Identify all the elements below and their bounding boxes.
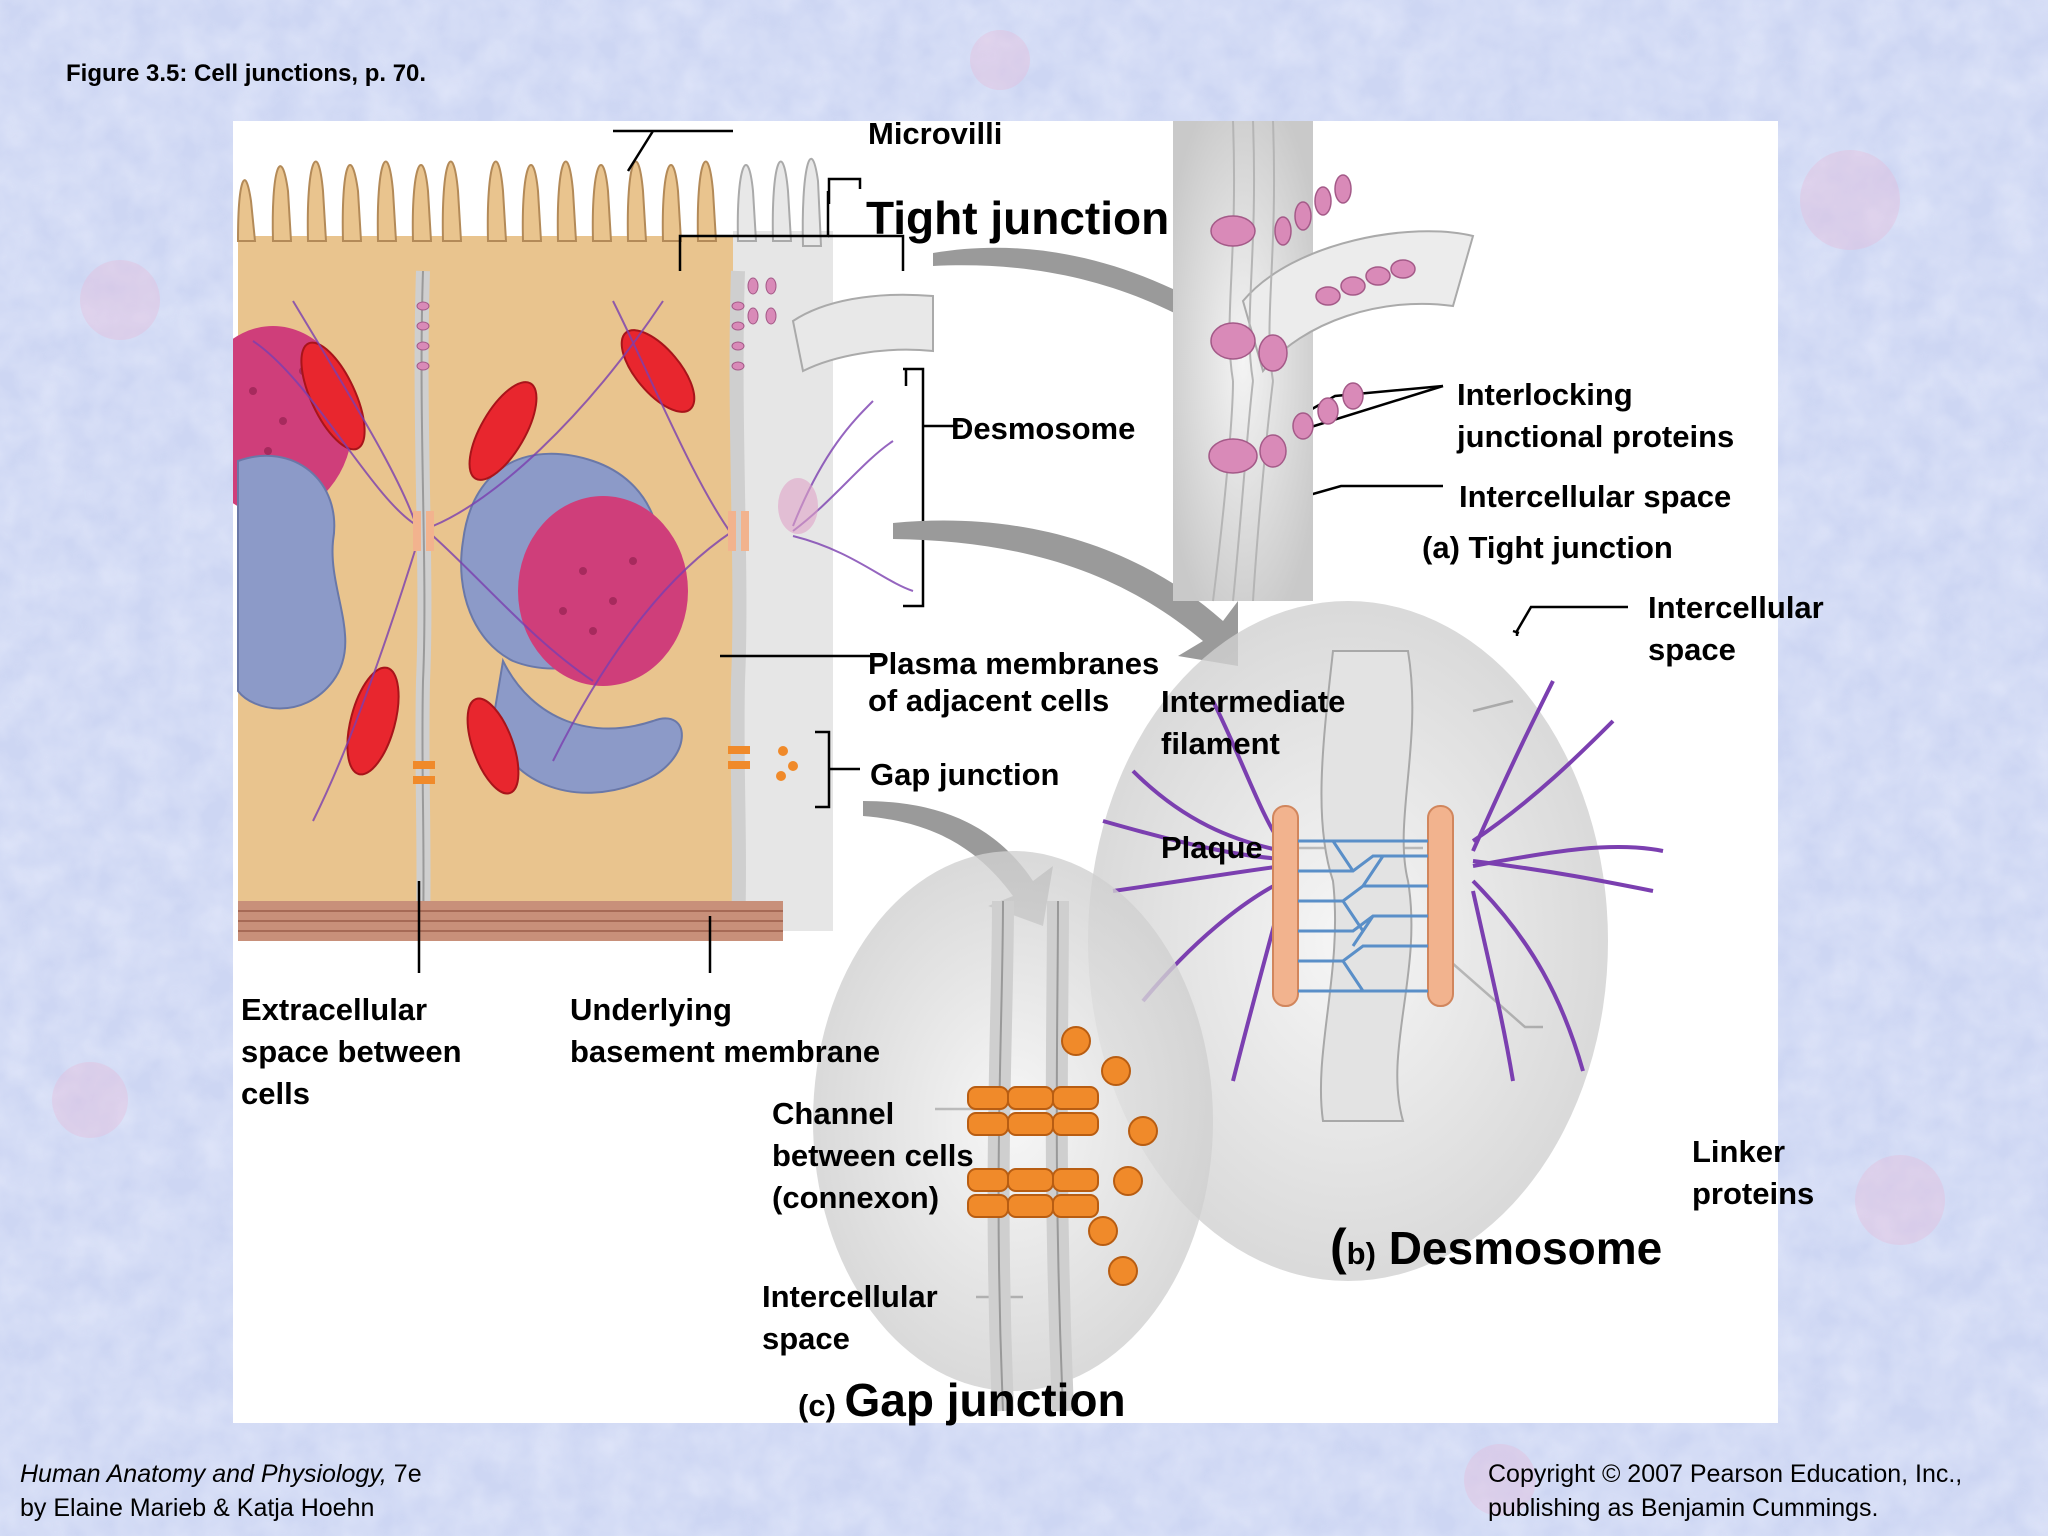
- tight-junction-detail: [1173, 121, 1475, 602]
- label-plasma-membranes-2: of adjacent cells: [868, 683, 1110, 718]
- caption-b-desmosome: (b) Desmosome: [1330, 1218, 1662, 1276]
- label-desmosome: Desmosome: [951, 411, 1136, 446]
- label-channel-2: between cells: [772, 1138, 974, 1173]
- label-linker-2: proteins: [1692, 1176, 1815, 1211]
- label-linker-1: Linker: [1692, 1134, 1786, 1169]
- label-intercellular-space-b-2: space: [1648, 632, 1736, 667]
- label-microvilli: Microvilli: [868, 116, 1003, 151]
- cell-junctions-illustration: [233, 121, 1664, 1412]
- footer-authors: by Elaine Marieb & Katja Hoehn: [20, 1494, 375, 1522]
- footer-book-edition: 7e: [386, 1460, 422, 1488]
- linker-proteins: [1298, 839, 1428, 993]
- nucleus-center: [460, 452, 688, 794]
- label-basement-1: Underlying: [570, 992, 732, 1027]
- label-plaque: Plaque: [1161, 830, 1263, 865]
- label-channel-3: (connexon): [772, 1180, 940, 1215]
- caption-c-gap-junction: (c) Gap junction: [798, 1373, 1126, 1427]
- slide-title: Figure 3.5: Cell junctions, p. 70.: [66, 60, 427, 87]
- label-intermediate-filament-2: filament: [1161, 726, 1280, 761]
- caption-b-paren: (: [1330, 1219, 1347, 1275]
- caption-c-letter: (c): [798, 1388, 845, 1423]
- label-extracellular-3: cells: [241, 1076, 310, 1111]
- caption-c-word: Gap junction: [844, 1374, 1126, 1426]
- label-gap-junction: Gap junction: [870, 757, 1060, 792]
- label-intercellular-space-b-1: Intercellular: [1648, 590, 1824, 625]
- label-interlocking-1: Interlocking: [1457, 377, 1633, 412]
- label-interlocking-2: junctional proteins: [1457, 419, 1735, 454]
- label-tight-junction: Tight junction: [866, 192, 1170, 244]
- footer-publisher: publishing as Benjamin Cummings.: [1488, 1494, 1879, 1522]
- caption-b-word: Desmosome: [1375, 1222, 1663, 1274]
- caption-a-tight-junction: (a) Tight junction: [1422, 530, 1673, 565]
- epithelial-cells: [233, 157, 934, 941]
- label-extracellular-2: space between: [241, 1034, 462, 1069]
- label-channel-1: Channel: [772, 1096, 895, 1131]
- footer-book-title: Human Anatomy and Physiology,: [20, 1460, 387, 1488]
- label-intermediate-filament-1: Intermediate: [1161, 684, 1346, 719]
- label-extracellular-1: Extracellular: [241, 992, 428, 1027]
- label-intercellular-space-a: Intercellular space: [1459, 479, 1732, 514]
- footer-book-line: Human Anatomy and Physiology, 7e: [20, 1460, 422, 1489]
- caption-b-letter: b): [1346, 1236, 1376, 1271]
- label-plasma-membranes-1: Plasma membranes: [868, 646, 1160, 681]
- connexons: [967, 1026, 1158, 1286]
- desmosome-detail: [1088, 601, 1664, 1281]
- label-basement-2: basement membrane: [570, 1034, 881, 1069]
- footer-copyright: Copyright © 2007 Pearson Education, Inc.…: [1488, 1460, 1963, 1488]
- label-intercellular-space-c-1: Intercellular: [762, 1279, 938, 1314]
- label-intercellular-space-c-2: space: [762, 1321, 850, 1356]
- gap-junction-detail: [813, 851, 1213, 1412]
